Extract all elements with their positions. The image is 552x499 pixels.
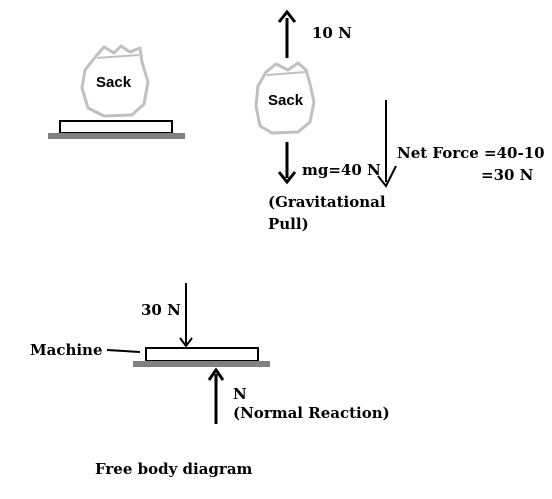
sack-left: Sack	[80, 44, 150, 118]
machine-label: Machine	[30, 341, 103, 359]
gravitational-label-line2: Pull)	[268, 215, 309, 233]
applied-force-label: 30 N	[141, 301, 181, 319]
normal-force-arrow	[207, 367, 225, 424]
net-force-arrow	[377, 100, 397, 188]
upward-force-arrow	[277, 9, 297, 58]
normal-force-description: (Normal Reaction)	[233, 404, 390, 422]
gravitational-label-line1: (Gravitational	[268, 193, 386, 211]
sack-middle-label: Sack	[268, 92, 304, 109]
normal-force-label: N	[233, 385, 247, 403]
machine-pointer-line	[106, 349, 141, 353]
sack-middle: Sack	[254, 61, 316, 135]
net-force-label-line2: =30 N	[481, 166, 534, 184]
weight-force-arrow	[277, 142, 297, 185]
sack-left-label: Sack	[96, 74, 132, 91]
weight-force-label: mg=40 N	[302, 161, 381, 179]
diagram-caption: Free body diagram	[95, 460, 253, 478]
machine-left	[48, 120, 185, 139]
machine-bottom	[133, 347, 270, 367]
net-force-label-line1: Net Force =40-10	[397, 144, 545, 162]
applied-force-arrow	[179, 283, 193, 348]
upward-force-label: 10 N	[312, 24, 352, 42]
